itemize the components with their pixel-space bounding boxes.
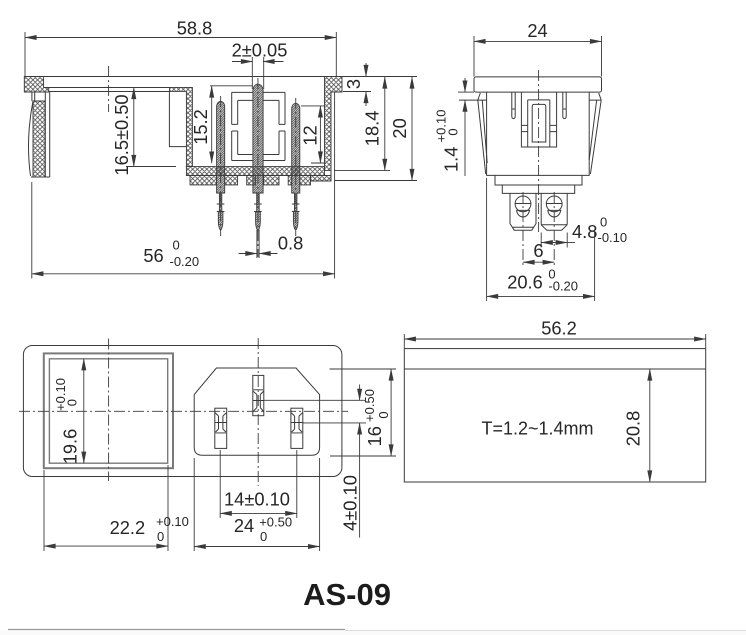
- svg-text:4.8: 4.8: [572, 221, 597, 242]
- svg-text:-0.10: -0.10: [598, 230, 628, 245]
- svg-text:0: 0: [376, 411, 391, 418]
- svg-text:14±0.10: 14±0.10: [224, 488, 290, 509]
- svg-text:18.4: 18.4: [362, 111, 383, 147]
- svg-text:0: 0: [157, 529, 164, 544]
- svg-text:0: 0: [445, 128, 460, 135]
- svg-text:19.6: 19.6: [60, 429, 81, 465]
- svg-text:0: 0: [600, 215, 607, 230]
- svg-text:+0.50: +0.50: [362, 389, 377, 422]
- svg-text:+0.10: +0.10: [53, 378, 68, 411]
- svg-text:20.8: 20.8: [623, 411, 644, 447]
- svg-text:15.2: 15.2: [190, 109, 211, 145]
- svg-text:0: 0: [173, 237, 180, 252]
- svg-text:1.4: 1.4: [440, 147, 461, 172]
- svg-text:16: 16: [364, 426, 385, 446]
- svg-text:T=1.2~1.4mm: T=1.2~1.4mm: [481, 418, 593, 438]
- svg-text:12: 12: [300, 125, 321, 145]
- svg-text:0: 0: [548, 266, 555, 281]
- svg-text:0: 0: [65, 399, 80, 406]
- svg-text:0.8: 0.8: [278, 233, 303, 254]
- svg-text:56.2: 56.2: [541, 317, 577, 338]
- svg-text:22.2: 22.2: [110, 517, 146, 538]
- svg-text:3: 3: [343, 79, 364, 89]
- svg-text:4±0.10: 4±0.10: [340, 475, 361, 531]
- svg-text:+0.50: +0.50: [259, 515, 292, 530]
- svg-text:16.5±0.50: 16.5±0.50: [111, 94, 132, 175]
- svg-text:-0.20: -0.20: [548, 278, 578, 293]
- svg-text:+0.10: +0.10: [434, 110, 449, 143]
- svg-text:6: 6: [533, 240, 543, 261]
- svg-text:58.8: 58.8: [177, 18, 213, 39]
- svg-text:56: 56: [143, 245, 163, 266]
- svg-text:20: 20: [389, 118, 410, 138]
- svg-text:20.6: 20.6: [507, 271, 543, 292]
- svg-text:AS-09: AS-09: [303, 577, 391, 612]
- svg-text:+0.10: +0.10: [156, 514, 189, 529]
- svg-text:2±0.05: 2±0.05: [232, 39, 288, 60]
- svg-text:24: 24: [527, 20, 547, 41]
- svg-text:0: 0: [260, 529, 267, 544]
- svg-text:24: 24: [234, 515, 254, 536]
- svg-text:-0.20: -0.20: [170, 254, 200, 269]
